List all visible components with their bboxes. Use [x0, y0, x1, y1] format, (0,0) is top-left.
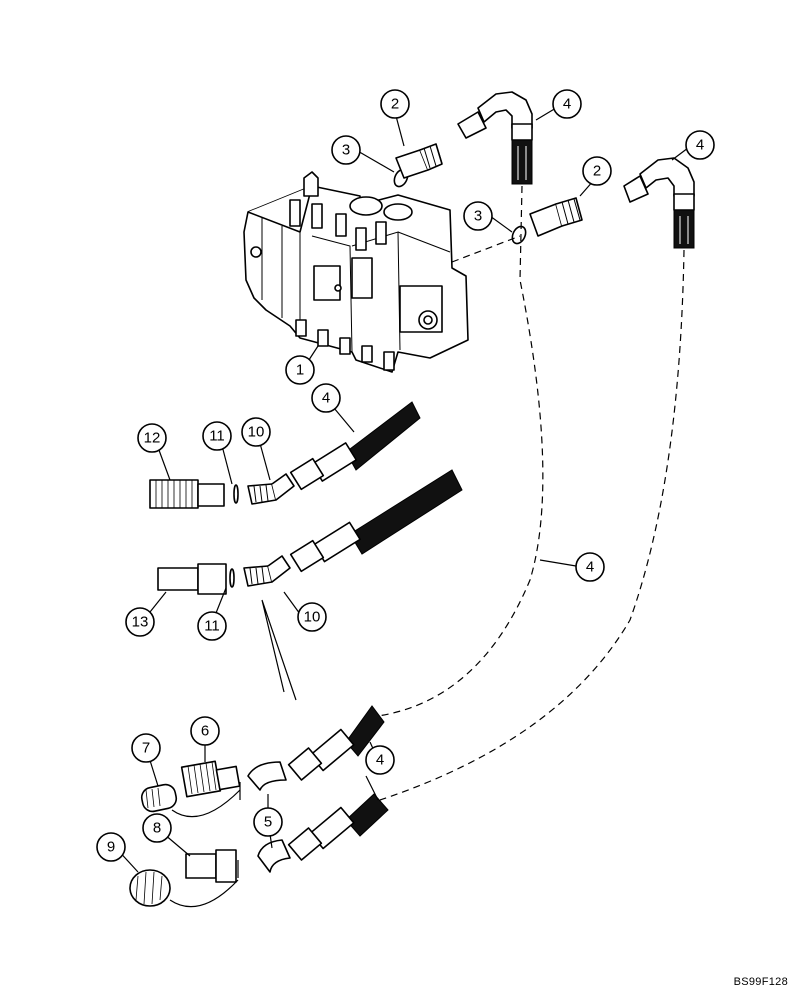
o-ring-11b: [229, 568, 235, 588]
dust-plug-9: [129, 869, 171, 907]
callout-4-top: 4: [552, 89, 582, 119]
callout-11-lower: 11: [197, 611, 227, 641]
svg-text:3: 3: [474, 208, 482, 225]
svg-text:7: 7: [142, 740, 150, 757]
hose-4d: [289, 469, 463, 573]
svg-text:10: 10: [248, 424, 265, 441]
svg-text:10: 10: [304, 609, 321, 626]
callout-10-upper: 10: [241, 417, 271, 447]
svg-text:1: 1: [296, 362, 304, 379]
coupler-6: [180, 760, 241, 798]
svg-text:9: 9: [107, 839, 115, 856]
svg-text:4: 4: [586, 559, 594, 576]
route-line-a: [377, 185, 544, 717]
svg-text:5: 5: [264, 814, 272, 831]
callout-4-hose: 4: [575, 552, 605, 582]
callout-12: 12: [137, 423, 167, 453]
callout-4-middle: 4: [311, 383, 341, 413]
route-line-c: [451, 235, 521, 263]
svg-text:12: 12: [144, 430, 161, 447]
o-ring-11a: [233, 484, 239, 504]
elbow-adapter-10b: [243, 555, 291, 587]
adapter-fitting-2b: [529, 197, 583, 237]
svg-text:4: 4: [322, 390, 330, 407]
elbow-tube-fitting-4a: [457, 91, 533, 185]
callout-4-lower: 4: [365, 745, 395, 775]
elbow-adapter-10a: [247, 473, 295, 505]
svg-text:2: 2: [593, 163, 601, 180]
route-line-b: [379, 249, 685, 801]
callout-4-right: 4: [685, 130, 715, 160]
callout-10-lower: 10: [297, 602, 327, 632]
callout-5: 5: [253, 807, 283, 837]
svg-text:2: 2: [391, 96, 399, 113]
callout-2-right: 2: [582, 156, 612, 186]
svg-text:3: 3: [342, 142, 350, 159]
o-ring-3b: [511, 225, 527, 245]
svg-text:13: 13: [132, 614, 149, 631]
hose-4e-upper: [287, 705, 385, 781]
svg-text:8: 8: [153, 820, 161, 837]
hose-4c: [289, 401, 421, 491]
coupler-12: [149, 479, 225, 509]
svg-text:6: 6: [201, 723, 209, 740]
coupler-13: [157, 563, 227, 595]
callout-8: 8: [142, 813, 172, 843]
callout-1: 1: [285, 355, 315, 385]
callout-13: 13: [125, 607, 155, 637]
dust-cap-7: [140, 783, 178, 813]
svg-text:4: 4: [563, 96, 571, 113]
callout-6: 6: [190, 716, 220, 746]
svg-text:11: 11: [204, 618, 220, 635]
figure-reference-code: BS99F128: [733, 976, 788, 988]
callout-11-upper: 11: [202, 421, 232, 451]
nipple-8: [185, 849, 237, 883]
svg-text:11: 11: [209, 428, 225, 445]
swivel-elbow-5b: [257, 839, 291, 873]
control-valve: [243, 171, 469, 373]
hose-4e-lower: [287, 793, 389, 861]
callout-7: 7: [131, 733, 161, 763]
callout-9: 9: [96, 832, 126, 862]
svg-text:4: 4: [376, 752, 384, 769]
swivel-elbow-5a: [247, 761, 287, 791]
adapter-fitting-2a: [395, 143, 443, 179]
callout-3-right: 3: [463, 201, 493, 231]
elbow-tube-fitting-4b: [623, 157, 695, 249]
callout-3-left: 3: [331, 135, 361, 165]
callout-2-top: 2: [380, 89, 410, 119]
svg-text:4: 4: [696, 137, 704, 154]
